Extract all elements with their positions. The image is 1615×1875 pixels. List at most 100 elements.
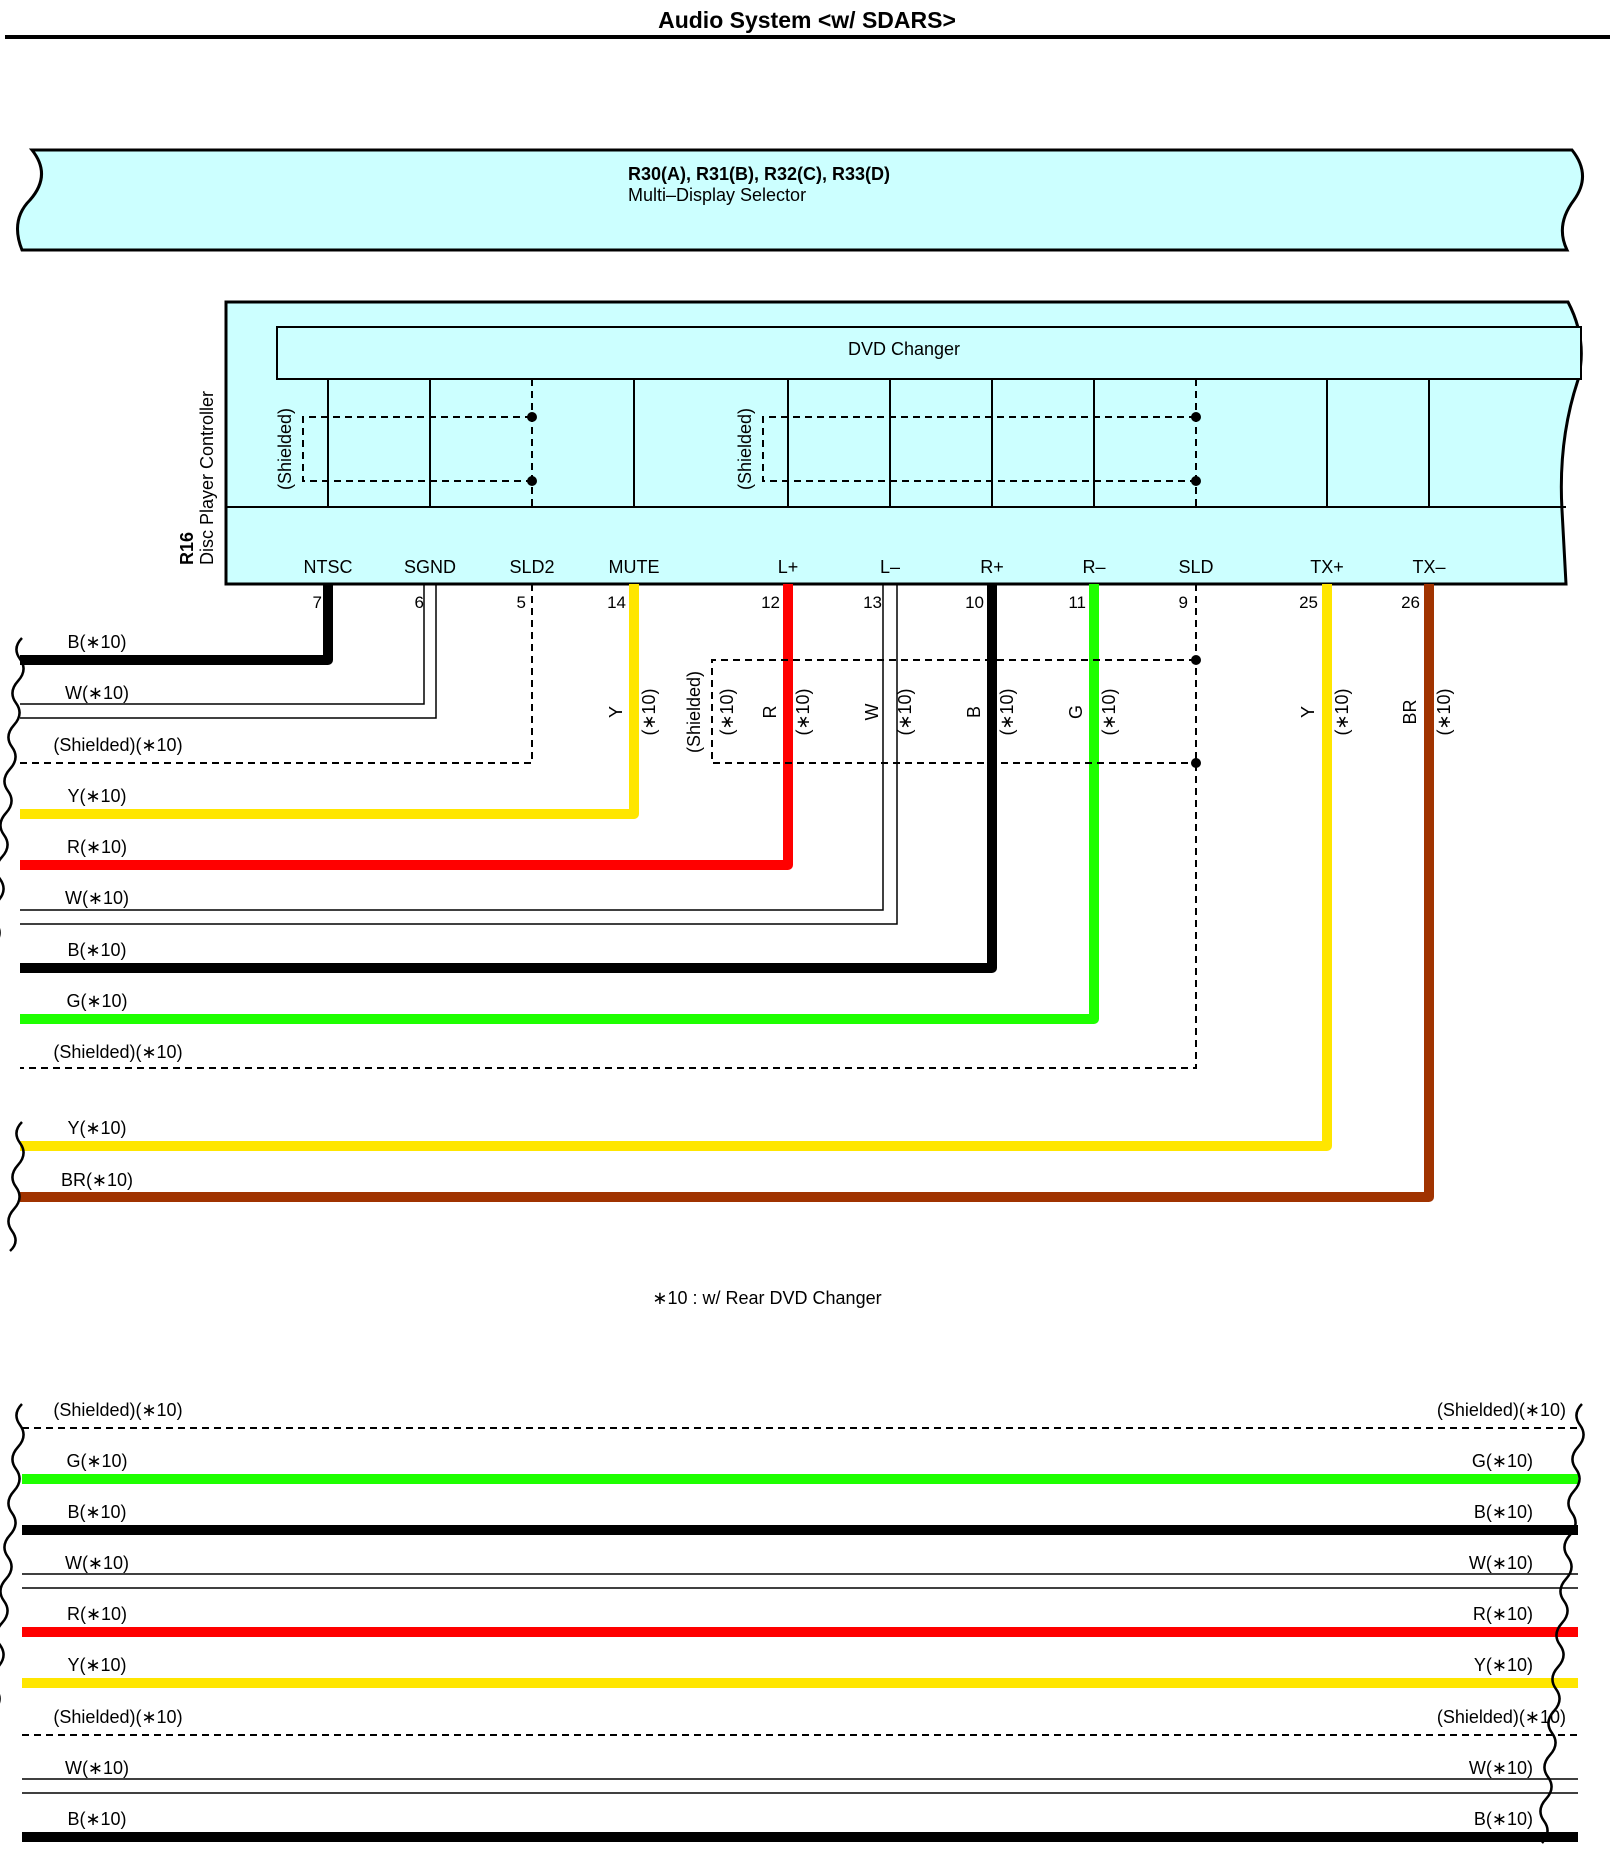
wire-ntsc-black [20,584,333,665]
upper-harness-break-left [0,637,25,1252]
lower-wire-label: W(∗10) [1469,1758,1533,1778]
lower-wire-label: Y(∗10) [1474,1655,1533,1675]
lower-wire-label: Y(∗10) [67,1655,126,1675]
pin-number: 10 [965,593,984,612]
vlabel-rplus-color: B [964,706,984,718]
pin-number: 6 [415,593,424,612]
wire-l-minus-white [20,584,898,925]
upper-wire-label: G(∗10) [66,991,127,1011]
harness-shield-junction [1191,655,1201,665]
dvd-changer-box [276,326,1582,380]
pin-number: 13 [863,593,882,612]
lower-wire-label: G(∗10) [66,1451,127,1471]
controller-code: R16 [177,532,197,565]
harness-shield-box [711,659,1196,764]
lower-wire-labels-left: (Shielded)(∗10) G(∗10) B(∗10) W(∗10) R(∗… [53,1400,182,1829]
upper-wire-labels: B(∗10) W(∗10) (Shielded)(∗10) Y(∗10) R(∗… [53,632,182,1190]
vlabel-rminus-note: (∗10) [1099,688,1119,735]
vlabel-lplus-note: (∗10) [793,688,813,735]
diagram-title: Audio System <w/ SDARS> [658,7,956,33]
lower-wire-label: (Shielded)(∗10) [1437,1400,1566,1420]
vlabel-rplus-note: (∗10) [997,688,1017,735]
pin-number: 26 [1401,593,1420,612]
internal-shield-label-2: (Shielded) [735,408,755,490]
pin-number: 11 [1068,593,1086,612]
pin-number: 25 [1299,593,1318,612]
wire-l-plus-red [20,584,793,870]
upper-wire-label: BR(∗10) [61,1170,133,1190]
wire-sgnd-white [20,584,437,719]
dvd-changer-label: DVD Changer [848,339,960,359]
upper-wire-label: (Shielded)(∗10) [53,735,182,755]
terminal-name: R– [1082,557,1105,577]
vlabel-lminus-color: W [862,704,882,721]
upper-wire-label: (Shielded)(∗10) [53,1042,182,1062]
terminal-name: TX– [1412,557,1445,577]
lower-wire-label: (Shielded)(∗10) [53,1707,182,1727]
wire-mute-yellow [20,584,639,819]
lower-wire-label: R(∗10) [67,1604,127,1624]
terminal-name: NTSC [304,557,353,577]
selector-name: Multi–Display Selector [628,185,806,205]
lower-wire-label: G(∗10) [1472,1451,1533,1471]
vlabel-txplus-color: Y [1298,706,1318,718]
upper-wire-label: W(∗10) [65,683,129,703]
vertical-wire-labels: Y (∗10) (Shielded) (∗10) R (∗10) W (∗10)… [606,671,1454,753]
vlabel-rminus-color: G [1066,705,1086,719]
lower-wire-label: B(∗10) [1474,1809,1533,1829]
pin-number: 12 [761,593,780,612]
terminal-name: SLD2 [509,557,554,577]
terminal-name: R+ [980,557,1004,577]
lower-harness-break-edges [0,1403,1585,1844]
selector-code: R30(A), R31(B), R32(C), R33(D) [628,164,890,184]
wire-r-minus-green [20,584,1099,1024]
upper-wire-label: B(∗10) [67,632,126,652]
wire-sld2-shielded [20,584,533,764]
wire-sld-shielded [20,584,1197,1069]
vlabel-shield-note: (∗10) [717,688,737,735]
footnote: ∗10 : w/ Rear DVD Changer [652,1288,881,1308]
internal-shield-junctions [527,412,1201,486]
lower-wire-white [22,1778,1578,1794]
terminal-name: L+ [778,557,799,577]
vlabel-mute-note: (∗10) [639,688,659,735]
controller-internal-shields [302,379,1197,507]
lower-wire-label: (Shielded)(∗10) [1437,1707,1566,1727]
vlabel-lplus-color: R [760,706,780,719]
lower-wire-label: W(∗10) [65,1553,129,1573]
terminal-names: NTSC SGND SLD2 MUTE L+ L– R+ R– SLD TX+ … [304,557,1446,577]
terminal-name: MUTE [609,557,660,577]
upper-wire-label: R(∗10) [67,837,127,857]
internal-shield-label-1: (Shielded) [275,408,295,490]
pin-number: 14 [607,593,626,612]
selector-connector-body [16,148,1584,252]
pin-numbers: 7 6 5 14 12 13 10 11 9 25 26 [313,593,1420,612]
vlabel-txminus-note: (∗10) [1434,688,1454,735]
pin-number: 5 [517,593,526,612]
vlabel-mute-color: Y [606,706,626,718]
vlabel-shield: (Shielded) [684,671,704,753]
wire-r-plus-black [20,584,997,973]
terminal-name: L– [880,557,900,577]
lower-wire-label: W(∗10) [1469,1553,1533,1573]
pin-number: 7 [313,593,322,612]
vlabel-txplus-note: (∗10) [1332,688,1352,735]
lower-wire-label: R(∗10) [1473,1604,1533,1624]
pin-number: 9 [1179,593,1188,612]
upper-wire-label: Y(∗10) [67,1118,126,1138]
harness-shield-junction [1191,758,1201,768]
wire-tx-plus-yellow [20,584,1332,1151]
lower-wire-labels-right: (Shielded)(∗10) G(∗10) B(∗10) W(∗10) R(∗… [1437,1400,1566,1829]
terminal-name: SGND [404,557,456,577]
upper-wire-label: W(∗10) [65,888,129,908]
upper-wire-label: Y(∗10) [67,786,126,806]
wire-tx-minus-brown [20,584,1434,1202]
lower-wire-label: B(∗10) [67,1502,126,1522]
vlabel-txminus-color: BR [1400,699,1420,724]
terminal-name: SLD [1178,557,1213,577]
controller-name: Disc Player Controller [197,391,217,565]
vlabel-lminus-note: (∗10) [895,688,915,735]
lower-wire-white [22,1573,1578,1589]
lower-wire-label: (Shielded)(∗10) [53,1400,182,1420]
